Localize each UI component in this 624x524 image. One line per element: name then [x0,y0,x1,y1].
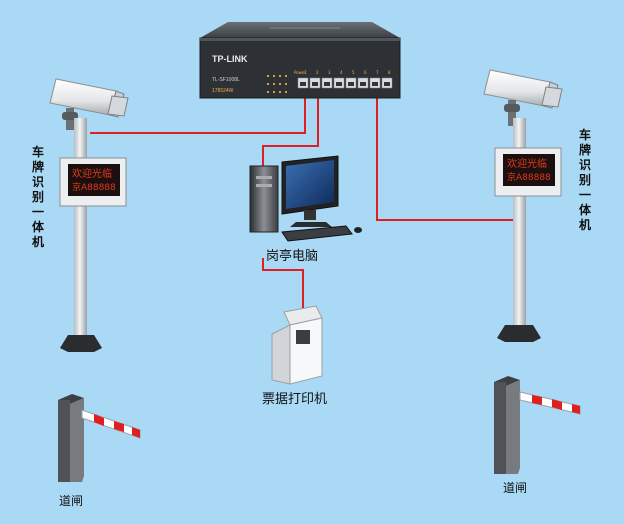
left-device-label: 车牌识别一体机 [31,145,45,250]
cable-pc-to-printer [263,258,303,315]
network-switch: TP-LINK TL-SF1008L 178524W Power 1 2 3 4… [200,22,400,98]
left-pole-base [60,335,102,352]
right-display-line1: 欢迎光临 [507,157,547,170]
receipt-printer-icon [272,306,322,384]
switch-model: TL-SF1008L [212,77,240,83]
left-lpr-unit: 欢迎光临 京A88888 [50,79,128,352]
left-display-panel: 欢迎光临 京A88888 [60,158,126,206]
right-gate-label: 道闸 [503,479,527,496]
booth-pc-label: 岗亭电脑 [266,245,318,264]
left-display-line1: 欢迎光临 [72,167,112,180]
right-pole-base [497,325,541,342]
right-gate-arm [520,392,580,414]
cable-switch-to-right-camera [377,98,513,220]
right-device-label: 车牌识别一体机 [578,128,592,233]
right-camera-icon [484,70,562,126]
left-gate-label: 道闸 [59,492,83,509]
left-barrier-gate [58,394,140,482]
left-pole [74,118,87,336]
booth-pc-icon [250,156,362,241]
right-display-line2: 京A88888 [507,171,551,183]
printer-label: 票据打印机 [262,388,327,407]
switch-brand: TP-LINK [212,54,248,64]
left-display-line2: 京A88888 [72,181,116,193]
right-lpr-unit: 欢迎光临 京A88888 [484,70,562,342]
right-display-panel: 欢迎光临 京A88888 [495,148,561,196]
switch-sub: 178524W [212,88,234,94]
left-camera-icon [50,79,128,130]
left-gate-arm [82,410,140,438]
right-barrier-gate [494,376,580,474]
